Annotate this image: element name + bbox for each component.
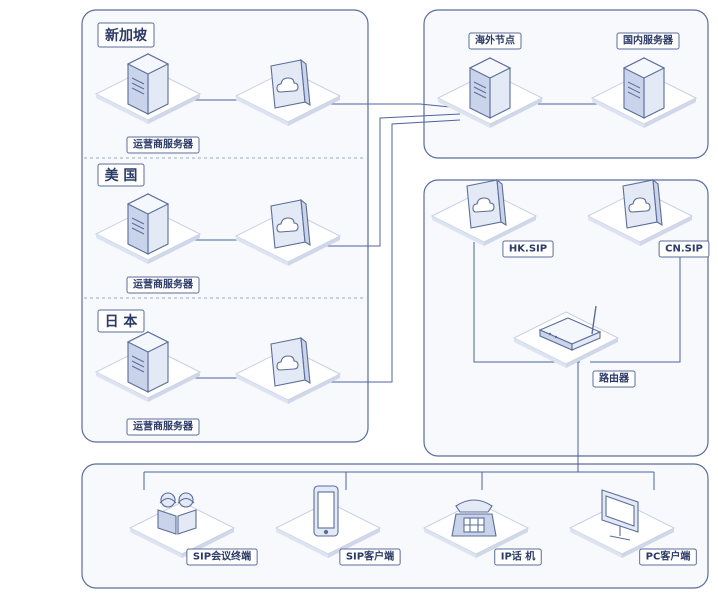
label-usa-carrier-server: 运营商服务器 xyxy=(126,276,200,294)
server-icon xyxy=(469,57,511,119)
svg-text:IP话 机: IP话 机 xyxy=(501,550,536,563)
cloud-gateway-icon xyxy=(270,59,311,109)
cloud-gateway-icon xyxy=(622,179,663,229)
cloud-gateway-icon xyxy=(270,337,311,387)
svg-text:SIP客户端: SIP客户端 xyxy=(346,550,394,563)
label-hk-sip: HK.SIP xyxy=(502,240,554,258)
cloud-gateway-icon xyxy=(466,179,507,229)
label-singapore-carrier-server: 运营商服务器 xyxy=(126,136,200,154)
mobile-phone-icon xyxy=(313,485,339,537)
connection-lines xyxy=(143,99,681,490)
svg-text:SIP会议终端: SIP会议终端 xyxy=(193,550,251,563)
ip-phone xyxy=(423,499,529,559)
router-icon xyxy=(538,305,602,351)
label-cn-sip: CN.SIP xyxy=(658,240,710,258)
svg-text:运营商服务器: 运营商服务器 xyxy=(133,278,194,291)
svg-text:路由器: 路由器 xyxy=(599,372,630,385)
sip-conference-terminal xyxy=(129,492,235,559)
conference-terminal-icon xyxy=(157,492,197,535)
svg-text:运营商服务器: 运营商服务器 xyxy=(133,420,194,433)
server-icon xyxy=(127,331,169,393)
region-label-singapore: 新加坡 xyxy=(97,22,155,48)
label-sip-client: SIP客户端 xyxy=(339,548,401,566)
router xyxy=(513,305,619,369)
server-icon xyxy=(623,57,665,119)
label-overseas-node: 海外节点 xyxy=(468,32,522,50)
server-icon xyxy=(127,53,169,115)
region-label-japan: 日 本 xyxy=(97,309,145,333)
svg-text:HK.SIP: HK.SIP xyxy=(509,244,547,255)
svg-text:海外节点: 海外节点 xyxy=(475,34,515,47)
sip-client xyxy=(275,485,381,559)
svg-text:新加坡: 新加坡 xyxy=(105,27,148,44)
svg-text:国内服务器: 国内服务器 xyxy=(623,34,674,47)
ip-phone-icon xyxy=(451,499,497,537)
label-sip-conference-terminal: SIP会议终端 xyxy=(186,548,258,566)
server-icon xyxy=(127,193,169,255)
svg-text:PC客户端: PC客户端 xyxy=(646,550,691,563)
svg-text:美 国: 美 国 xyxy=(105,167,138,184)
svg-text:运营商服务器: 运营商服务器 xyxy=(133,138,194,151)
cloud-gateway-icon xyxy=(270,199,311,249)
label-router: 路由器 xyxy=(592,370,636,388)
pc-client xyxy=(569,489,675,559)
region-label-usa: 美 国 xyxy=(97,163,145,187)
label-ip-phone: IP话 机 xyxy=(494,548,542,566)
label-pc-client: PC客户端 xyxy=(639,548,697,566)
label-japan-carrier-server: 运营商服务器 xyxy=(126,418,200,436)
monitor-icon xyxy=(601,489,639,541)
label-domestic-server: 国内服务器 xyxy=(616,32,680,50)
svg-text:CN.SIP: CN.SIP xyxy=(665,244,703,255)
svg-text:日 本: 日 本 xyxy=(105,313,139,330)
